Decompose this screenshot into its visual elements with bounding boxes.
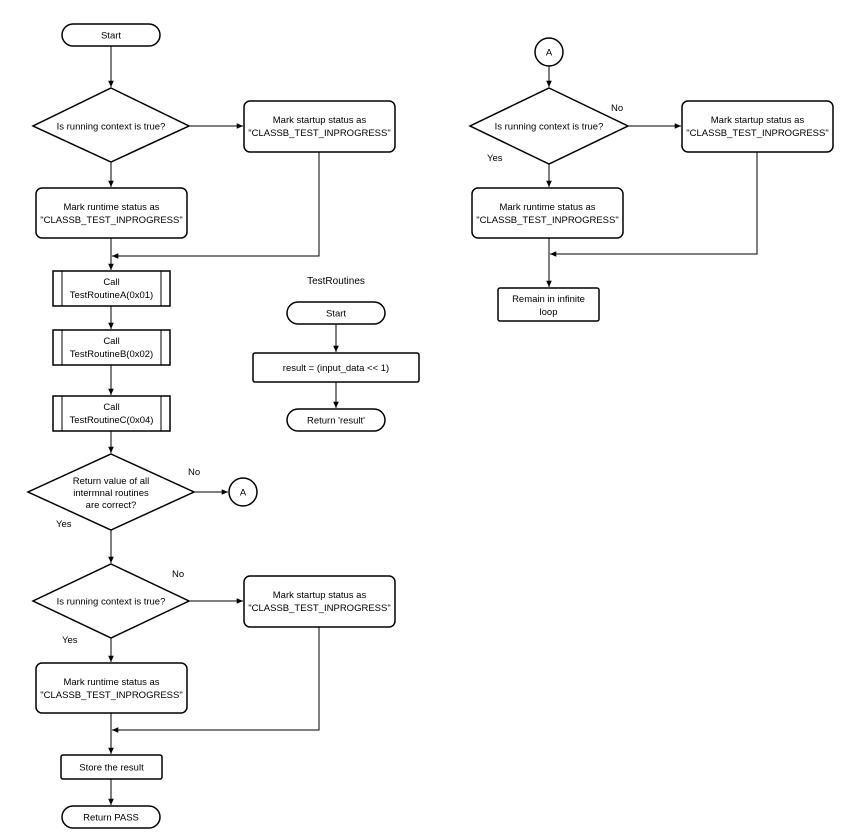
failure-runtime-status-line2: "CLASSB_TEST_INPROGRESS" [476,215,618,226]
mark-startup-status-line1: Mark startup status as [273,115,367,126]
call-b-line1: Call [103,336,119,347]
return-pass-terminal [61,805,161,829]
connector-a [228,477,258,507]
return-value-line2: intermnal routines [73,488,149,499]
return-pass-label: Return PASS [83,813,139,824]
failure-startup-status-box [681,100,834,153]
mark-runtime-status-line1: Mark runtime status as [63,202,159,213]
store-result-label: Store the result [79,763,144,774]
test-routines-title: TestRoutines [307,276,365,287]
infinite-loop-box [497,287,600,322]
flow-arrow [550,152,758,257]
return-result-terminal [286,408,386,432]
call-b-line2: TestRoutineB(0x02) [70,349,153,360]
main-flow: Start Is running context is true? Mark s… [26,23,396,829]
mark-runtime-status-2-line2: "CLASSB_TEST_INPROGRESS" [40,690,182,701]
flow-arrow [112,627,320,733]
failure-flow: A Is running context is true? No Mark st… [468,37,834,322]
no-label: No [172,569,184,580]
yes-label: Yes [487,153,503,164]
call-test-routine-c [52,395,171,432]
mark-runtime-status-2-line1: Mark runtime status as [63,677,159,688]
call-a-line1: Call [103,277,119,288]
failure-runtime-status-line1: Mark runtime status as [499,202,595,213]
infinite-loop-line1: Remain in infinite [512,294,585,305]
flow-arrow [112,152,320,259]
return-value-line3: are correct? [86,500,137,511]
mark-runtime-status-box [35,187,188,239]
test-routines-flow: TestRoutines Start result = (input_data … [252,276,420,432]
mark-startup-status-line2: "CLASSB_TEST_INPROGRESS" [248,128,390,139]
start-label: Start [101,31,121,42]
call-a-line2: TestRoutineA(0x01) [70,290,153,301]
no-label: No [188,467,200,478]
call-test-routine-a [52,270,171,307]
failure-decision-label: Is running context is true? [495,122,604,133]
mark-startup-status-box-2 [243,575,396,628]
call-c-line2: TestRoutineC(0x04) [70,415,154,426]
test-routines-start-label: Start [326,309,346,320]
mark-runtime-status-line2: "CLASSB_TEST_INPROGRESS" [40,215,182,226]
mark-startup-status-2-line2: "CLASSB_TEST_INPROGRESS" [248,603,390,614]
running-context-decision-label: Is running context is true? [57,122,166,133]
mark-startup-status-2-line1: Mark startup status as [273,590,367,601]
yes-label: Yes [62,635,78,646]
infinite-loop-line2: loop [540,307,558,318]
failure-startup-status-line1: Mark startup status as [711,115,805,126]
connector-a-entry-label: A [546,48,553,59]
compute-result-label: result = (input_data << 1) [283,363,389,374]
failure-runtime-status-box [471,187,624,239]
running-context-decision-2-label: Is running context is true? [57,597,166,608]
return-result-label: Return 'result' [307,416,365,427]
mark-runtime-status-box-2 [35,662,188,714]
call-c-line1: Call [103,402,119,413]
mark-startup-status-box [243,100,396,153]
connector-a-label: A [240,488,247,499]
no-label: No [611,103,623,114]
yes-label: Yes [56,519,72,530]
return-value-line1: Return value of all [73,476,150,487]
failure-startup-status-line2: "CLASSB_TEST_INPROGRESS" [686,128,828,139]
